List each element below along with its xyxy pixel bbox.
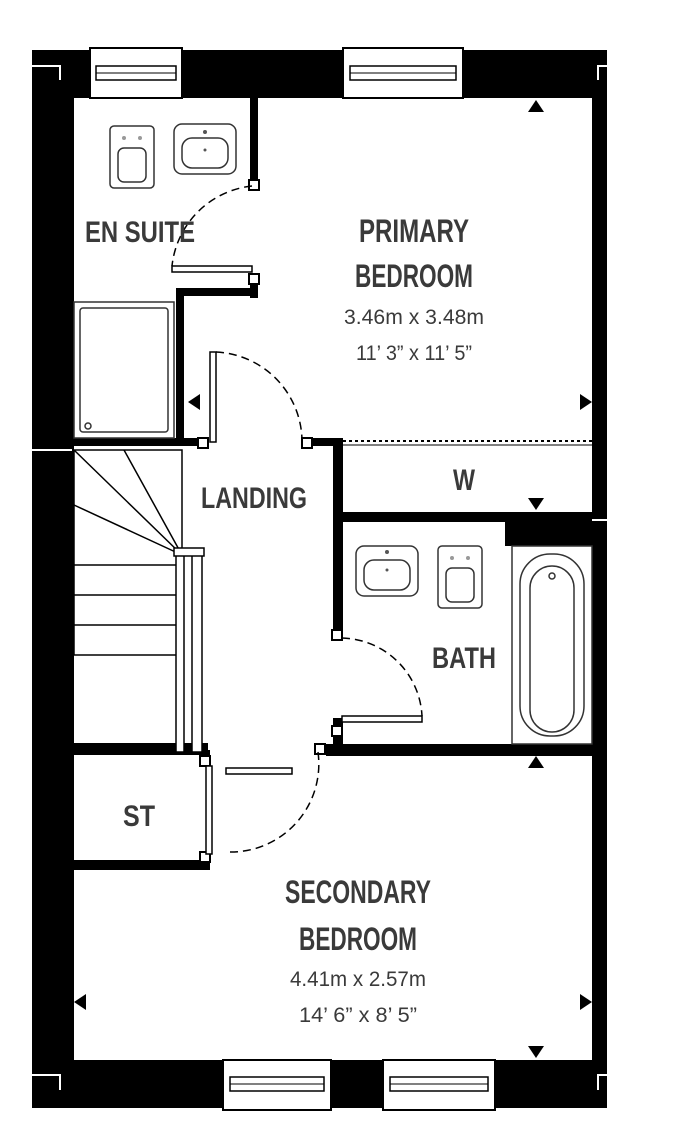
label-landing: LANDING <box>201 482 307 515</box>
label-secondary-bedroom-line2: BEDROOM <box>299 921 417 957</box>
ensuite-toilet-icon <box>109 125 155 189</box>
dimension-arrow-icons <box>74 100 592 1058</box>
door-jambs <box>197 179 343 863</box>
label-storage: ST <box>123 800 155 833</box>
label-wardrobe: W <box>453 464 476 497</box>
label-en-suite: EN SUITE <box>85 216 195 249</box>
dim-primary-bedroom-metric: 3.46m x 3.48m <box>344 306 484 329</box>
internal-walls <box>74 98 592 870</box>
doors <box>171 185 423 855</box>
staircase <box>73 449 205 753</box>
label-secondary-bedroom-line1: SECONDARY <box>285 874 431 910</box>
bath-toilet-icon <box>437 545 483 609</box>
dim-primary-bedroom-imperial: 11’ 3” x 11’ 5” <box>356 342 472 365</box>
window-bottom-right <box>382 1059 496 1111</box>
wardrobe-rail <box>343 440 592 446</box>
bath-basin-icon <box>355 545 419 597</box>
label-bath: BATH <box>432 642 496 675</box>
shower-tray-icon <box>73 301 175 439</box>
ensuite-basin-icon <box>173 123 237 175</box>
dim-secondary-bedroom-imperial: 14’ 6” x 8’ 5” <box>299 1004 417 1027</box>
dim-secondary-bedroom-metric: 4.41m x 2.57m <box>290 968 426 991</box>
bathtub-icon <box>511 545 593 745</box>
window-bottom-left <box>222 1059 332 1111</box>
wall-notches <box>32 65 607 1090</box>
label-primary-bedroom-line2: BEDROOM <box>355 258 473 294</box>
label-primary-bedroom-line1: PRIMARY <box>359 213 469 249</box>
window-top-left <box>89 47 183 99</box>
window-top-right <box>342 47 464 99</box>
